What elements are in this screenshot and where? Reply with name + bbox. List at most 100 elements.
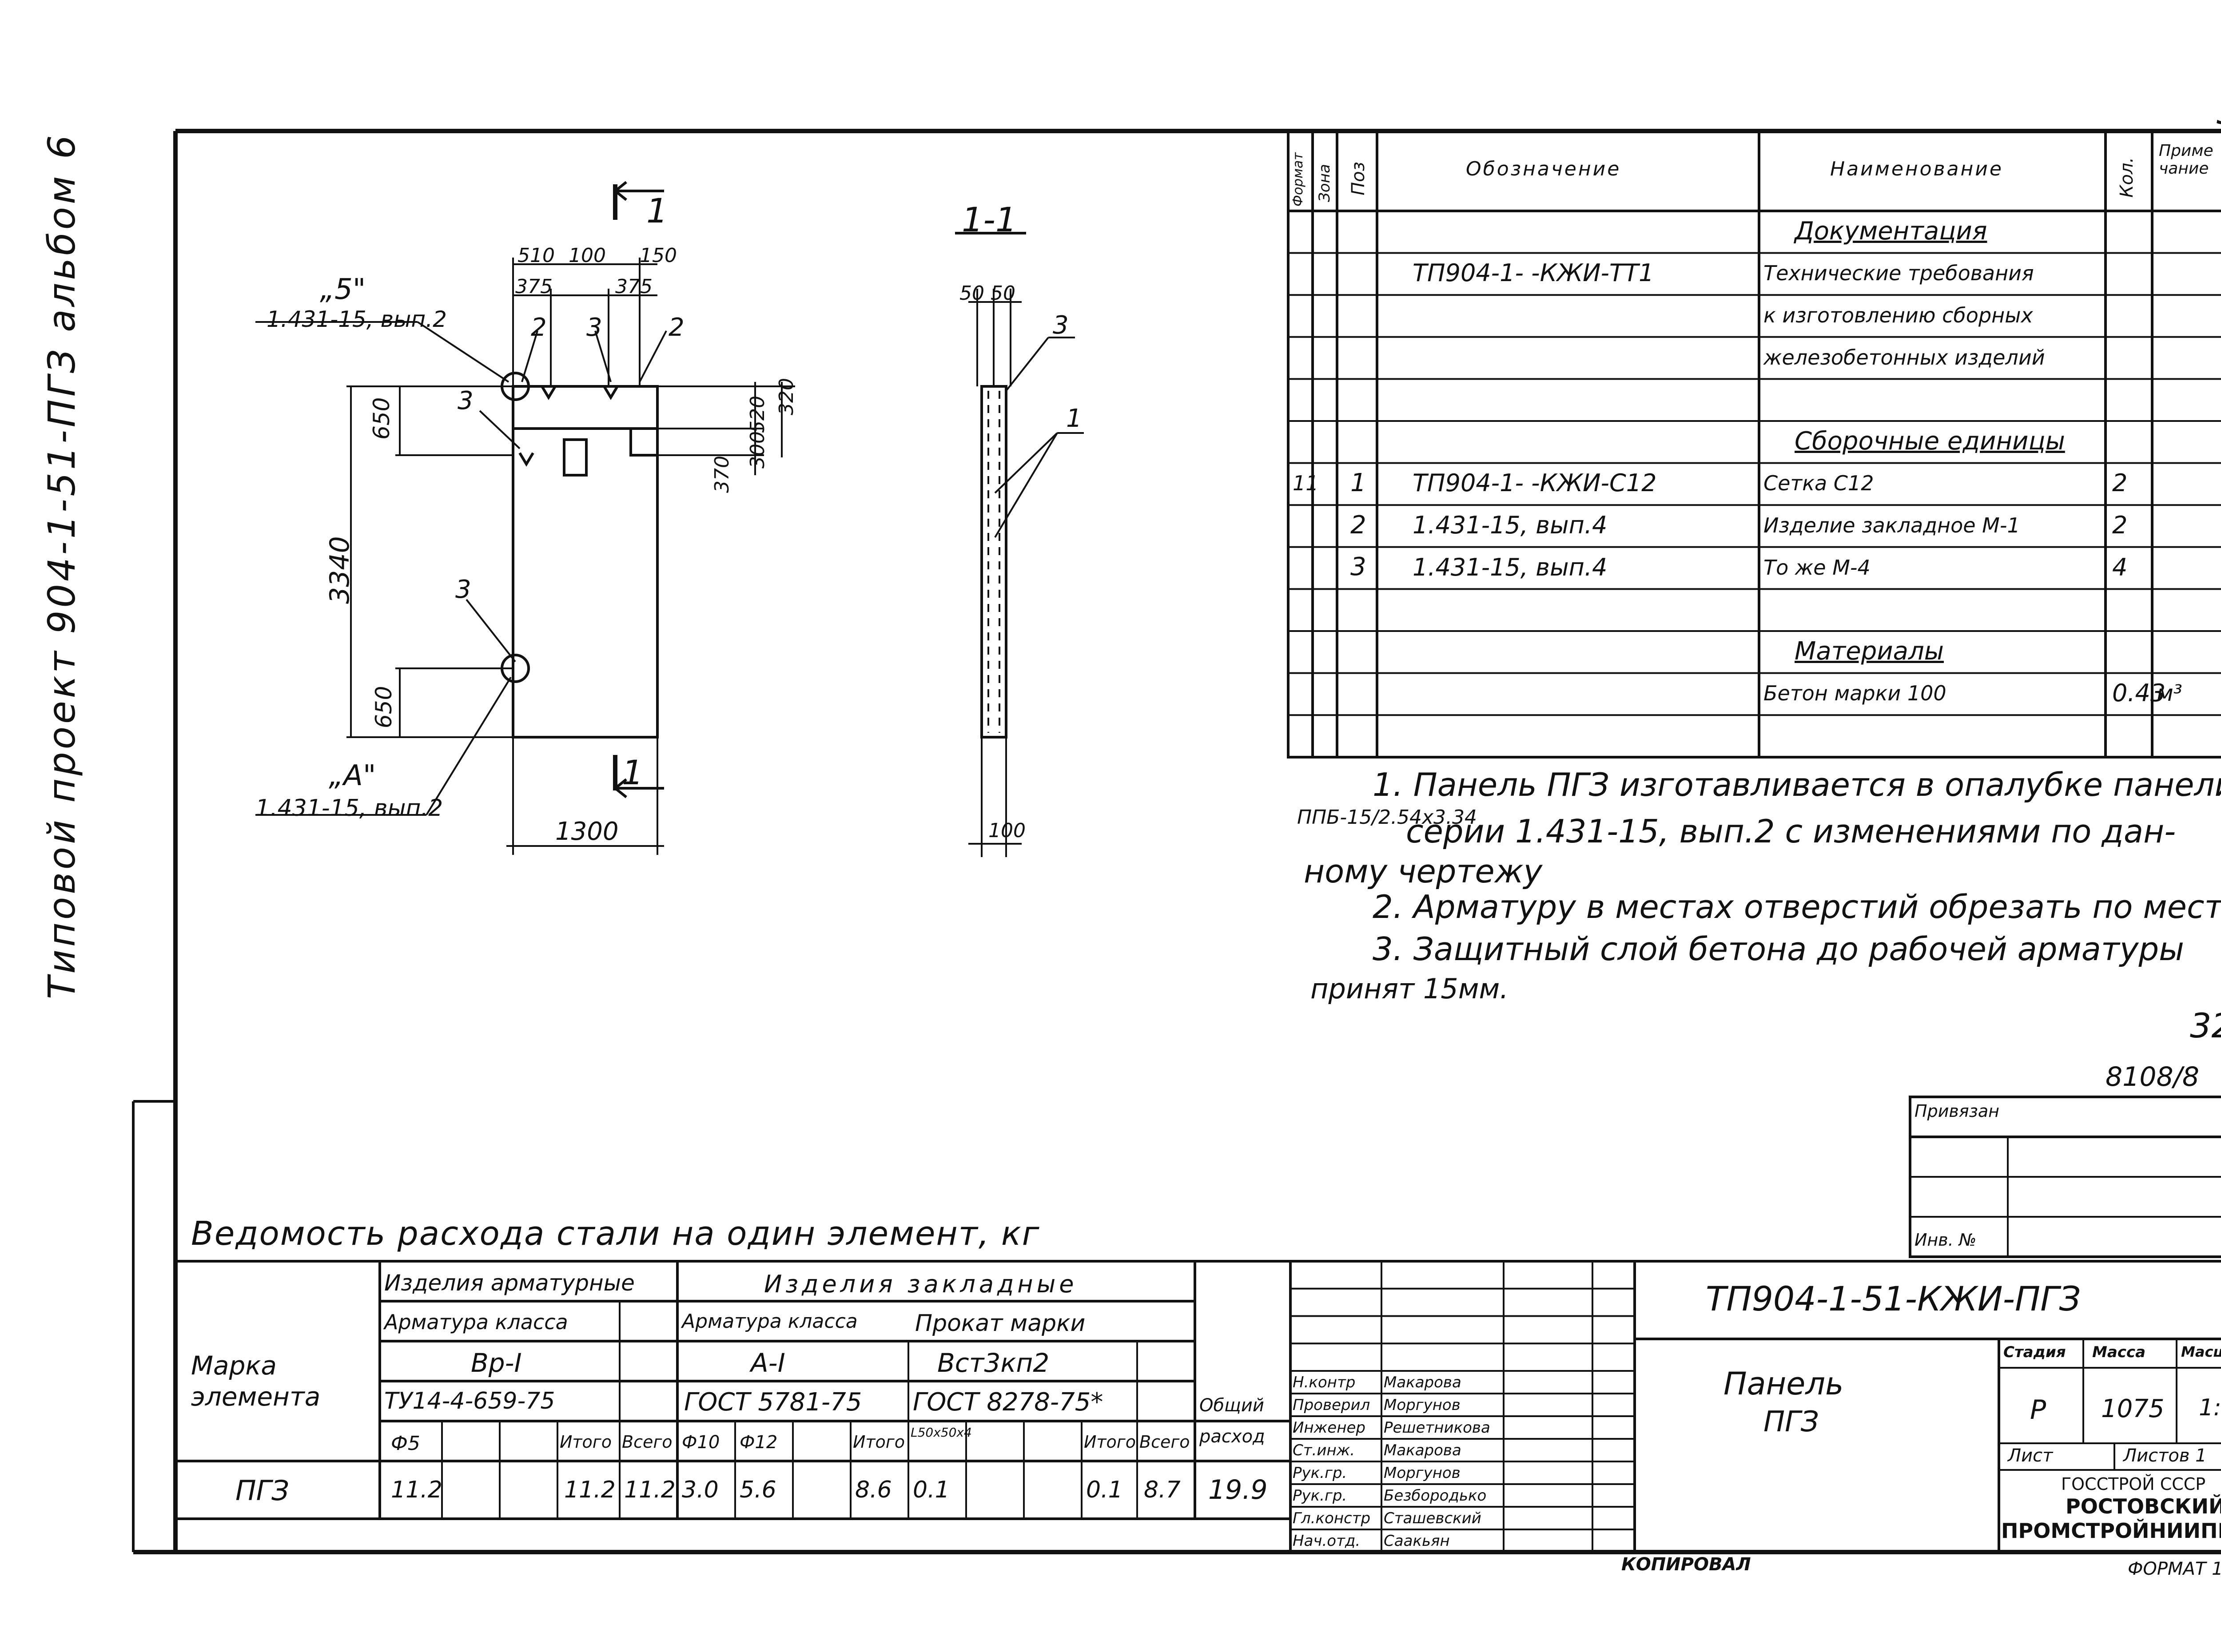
signature-role: Рук.гр. — [1293, 1464, 1347, 1482]
steel-class-reinf-value: Вр-I — [471, 1348, 522, 1378]
spec-cell-name: Материалы — [1795, 636, 1944, 666]
note-1-panel-ref: ППБ-15/2.54х3.34 — [1297, 806, 1477, 829]
signature-role: Инженер — [1293, 1419, 1365, 1437]
steel-class-reinf: Арматура класса — [384, 1310, 568, 1334]
steel-mark-header: Марка элемента — [191, 1350, 321, 1412]
spec-cell-name: Документация — [1795, 216, 1987, 246]
dim-370: 370 — [711, 456, 733, 493]
dim-375-left: 375 — [515, 275, 553, 298]
copied-label: КОПИРОВАЛ — [1621, 1554, 1751, 1575]
col-vsego-1: Всего — [622, 1432, 673, 1452]
note-1: 1. Панель ПГЗ изготавливается в опалубке… — [1373, 766, 2221, 803]
spec-header-designation: Обозначение — [1466, 158, 1621, 180]
title-name-line1: Панель — [1723, 1366, 1844, 1402]
spec-cell-designation: ТП904-1- -КЖИ-С12 — [1413, 469, 1657, 497]
spec-header-note: Приме чание — [2159, 142, 2213, 178]
node-a-mark: „А" — [329, 759, 376, 792]
spec-cell-pos: 1 — [1350, 469, 1366, 498]
col-d10: Ф10 — [682, 1432, 720, 1453]
dim-510: 510 — [517, 244, 555, 267]
row-d10: 3.0 — [682, 1477, 719, 1503]
spec-header-name: Наименование — [1830, 158, 2003, 180]
spec-cell-note: м³ — [2157, 680, 2182, 706]
pos-1-section: 1 — [1066, 404, 1082, 433]
col-vsego-2: Всего — [1139, 1432, 1190, 1452]
col-angle: L50x50x4 — [911, 1425, 972, 1440]
steel-gost-embed: ГОСТ 5781-75 — [684, 1388, 862, 1417]
row-d5: 11.2 — [391, 1477, 442, 1503]
spec-cell-designation: ТП904-1- -КЖИ-ТТ1 — [1413, 259, 1654, 287]
spec-header-format: Формат — [1290, 152, 1306, 206]
steel-gost-reinf: ТУ14-4-659-75 — [384, 1388, 555, 1414]
stage-header: Стадия — [2003, 1343, 2066, 1361]
spec-cell-format: 11 — [1293, 471, 1319, 496]
spec-cell-qty: 2 — [2112, 511, 2128, 540]
scale-value: 1:50 — [2199, 1394, 2221, 1421]
dim-375-right: 375 — [615, 275, 653, 298]
document-code: ТП904-1-51-КЖИ-ПГЗ — [1706, 1279, 2081, 1318]
section-title: 1-1 — [962, 200, 1017, 239]
pos-2-left: 2 — [531, 313, 547, 342]
pos-3-left: 3 — [458, 386, 474, 415]
signature-name: Моргунов — [1384, 1464, 1461, 1482]
dim-100-section: 100 — [988, 819, 1026, 842]
mass-header: Масса — [2092, 1343, 2146, 1361]
scale-header: Масштаб — [2181, 1343, 2221, 1360]
signature-role: Гл.констр — [1293, 1509, 1371, 1527]
dim-300: 300 — [746, 431, 769, 469]
sheet-label: Лист — [2008, 1446, 2053, 1466]
steel-table-title: Ведомость расхода стали на один элемент,… — [191, 1215, 1040, 1253]
note-1-end: ному чертежу — [1304, 853, 1543, 890]
spec-cell-name: железобетонных изделий — [1763, 345, 2045, 369]
side-project-label: Типовой проект 904-1-51-ПГЗ альбом 6 — [40, 132, 84, 999]
row-vsego-2: 8.7 — [1144, 1477, 1181, 1503]
spec-cell-pos: 2 — [1350, 510, 1366, 540]
steel-class-embed-value: А-I — [751, 1348, 785, 1378]
section-mark-top: 1 — [646, 191, 668, 230]
col-itogo-1: Итого — [560, 1432, 612, 1452]
pos-3-top: 3 — [586, 313, 602, 342]
steel-gost-rolled: ГОСТ 8278-75* — [913, 1388, 1103, 1417]
format-label: ФОРМАТ 11 — [2128, 1559, 2221, 1579]
spec-cell-name: Изделие закладное М-1 — [1763, 513, 2020, 537]
spec-cell-designation: 1.431-15, вып.4 — [1413, 511, 1608, 540]
note-3: 3. Защитный слой бетона до рабочей армат… — [1373, 930, 2184, 968]
spec-cell-name: Бетон марки 100 — [1763, 681, 1946, 706]
page-number-mid: 32 — [2190, 1006, 2221, 1045]
spec-cell-qty: 4 — [2112, 553, 2128, 581]
sheets-label: Листов 1 — [2123, 1446, 2207, 1466]
steel-rolled: Прокат марки — [915, 1310, 1086, 1337]
page-number-top: 32 — [2217, 91, 2221, 132]
steel-group-embed: Изделия закладные — [764, 1270, 1078, 1298]
dim-520: 520 — [746, 396, 769, 433]
dim-50-50: 50 50 — [959, 282, 1015, 305]
spec-cell-qty: 2 — [2112, 469, 2128, 497]
stage-value: Р — [2030, 1394, 2046, 1426]
col-d12: Ф12 — [740, 1432, 778, 1453]
pos-3-bottom: 3 — [455, 575, 471, 604]
signature-name: Безбородько — [1384, 1487, 1487, 1505]
row-total: 19.9 — [1208, 1474, 1268, 1505]
col-itogo-2: Итого — [853, 1432, 905, 1452]
spec-header-qty: Кол. — [2117, 157, 2137, 198]
binding-label: Привязан — [1915, 1101, 1999, 1121]
row-d12: 5.6 — [740, 1477, 776, 1503]
spec-cell-designation: 1.431-15, вып.4 — [1413, 553, 1608, 581]
signature-name: Сташевский — [1384, 1509, 1481, 1527]
spec-cell-name: То же М-4 — [1763, 555, 1871, 580]
signature-name: Моргунов — [1384, 1396, 1461, 1414]
pos-2-right: 2 — [669, 313, 685, 342]
mass-value: 1075 — [2101, 1394, 2165, 1423]
steel-total-header: Общий расход — [1199, 1395, 1265, 1447]
row-mark: ПГЗ — [235, 1474, 289, 1507]
node-a-ref: 1.431-15, вып.2 — [255, 795, 443, 822]
dim-1300: 1300 — [555, 817, 619, 846]
pos-3-section: 3 — [1053, 311, 1069, 340]
inventory-label: Инв. № — [1915, 1230, 1977, 1250]
row-itogo-1: 11.2 — [564, 1477, 616, 1503]
signature-role: Н.контр — [1293, 1374, 1356, 1391]
signature-role: Рук.гр. — [1293, 1487, 1347, 1505]
row-itogo-3: 0.1 — [1086, 1477, 1123, 1503]
dim-320: 320 — [775, 378, 798, 415]
